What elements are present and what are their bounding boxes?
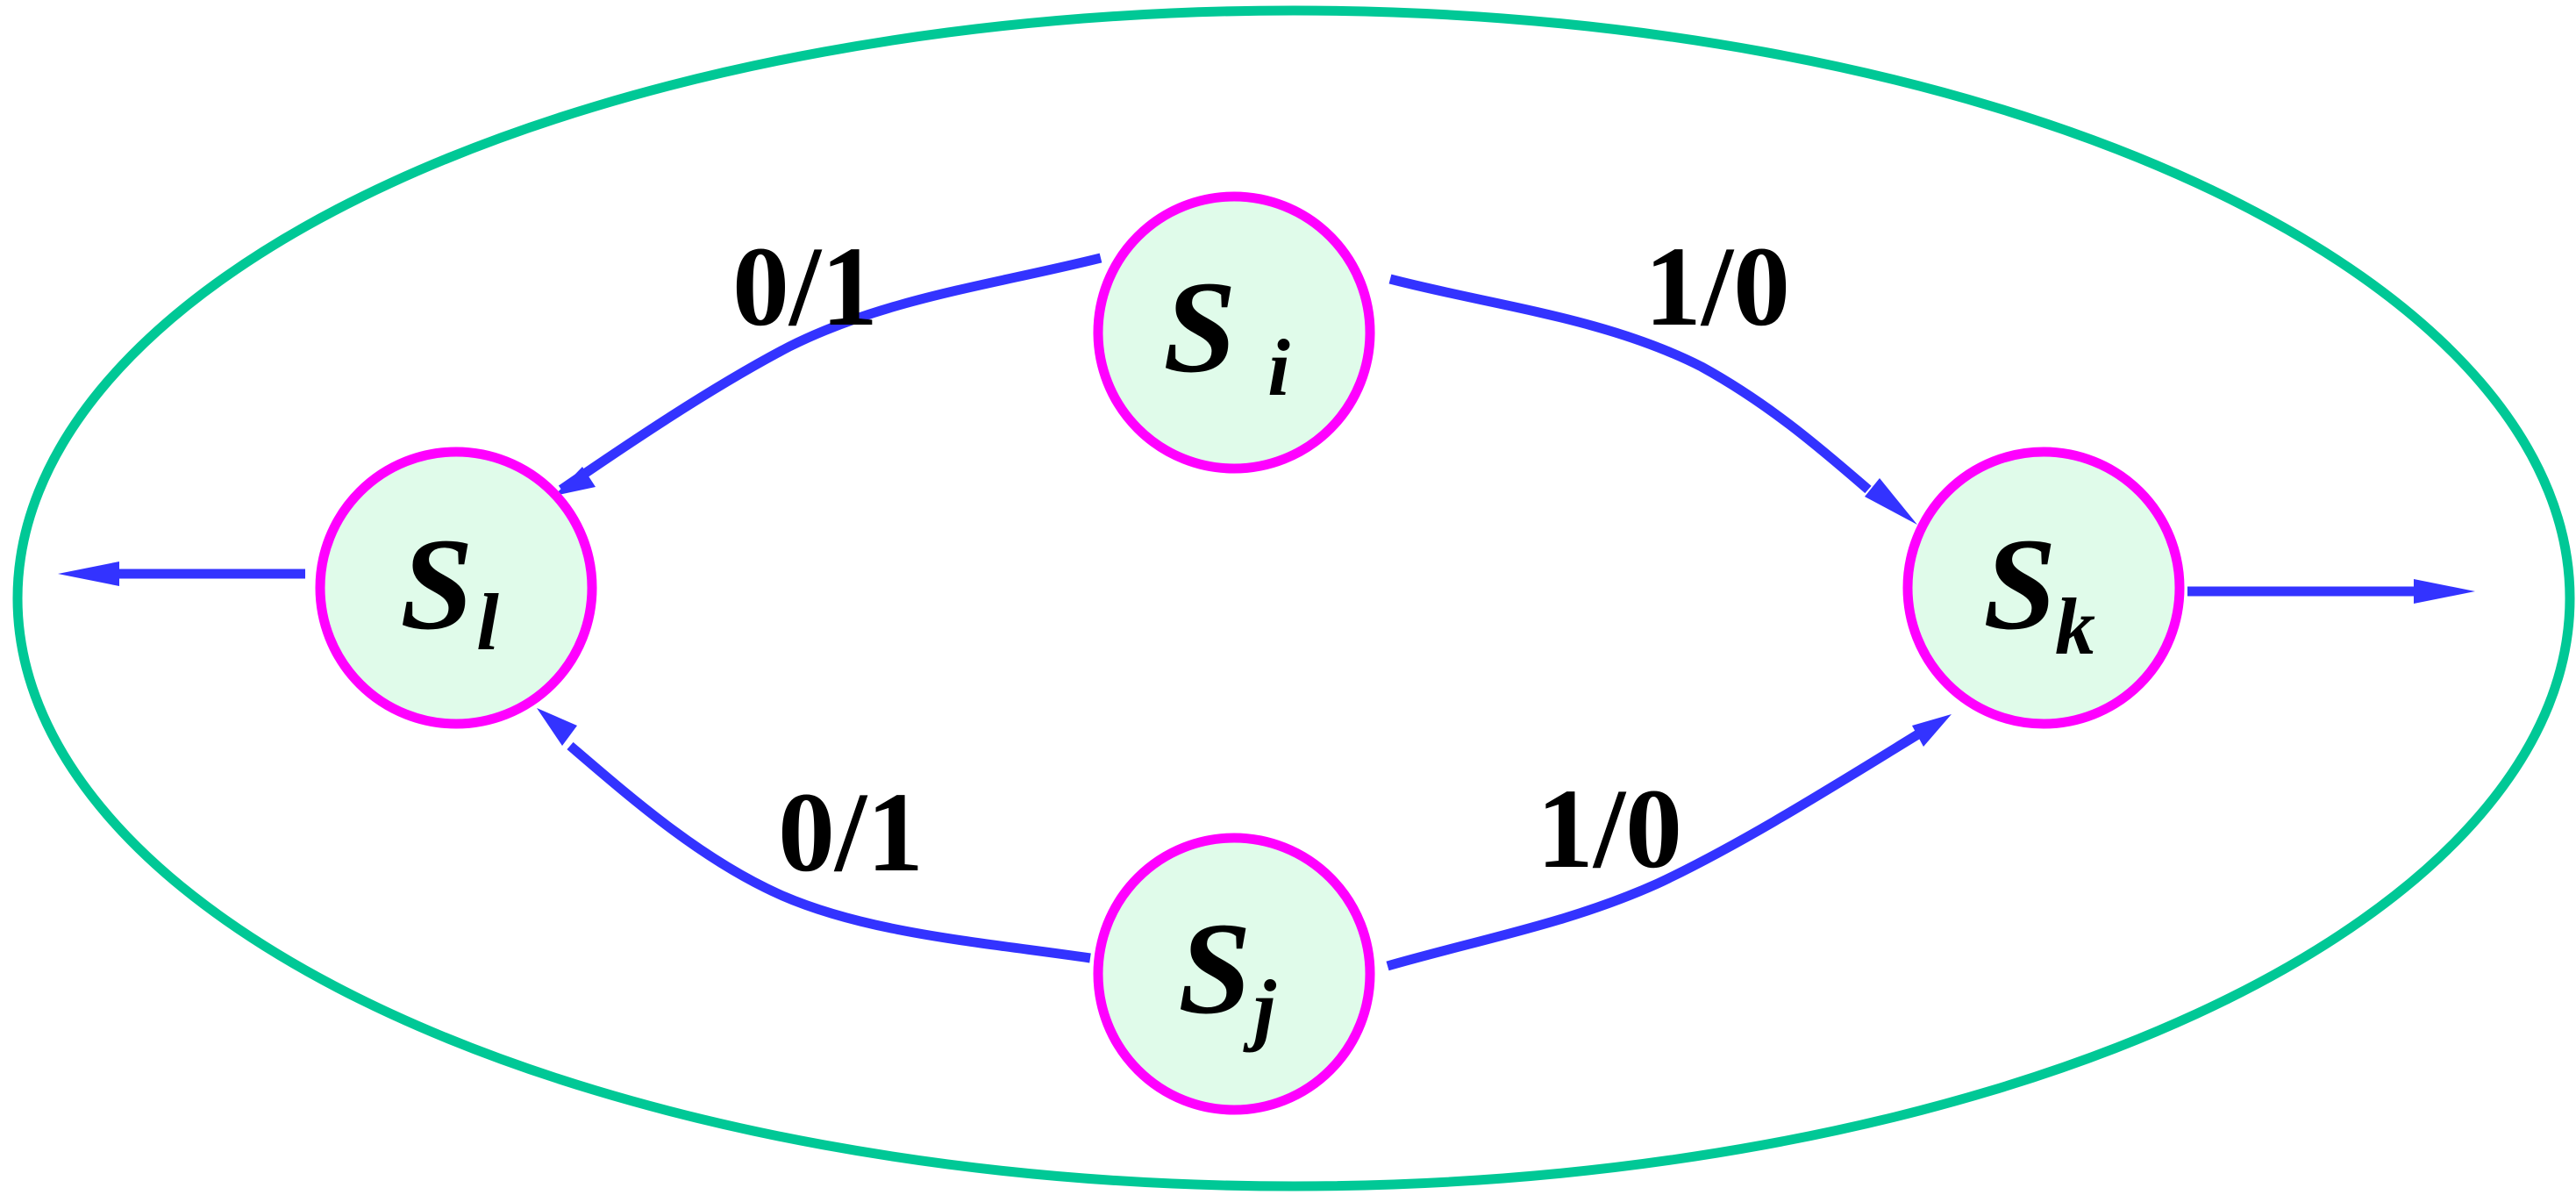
arrow-si-to-sk <box>1388 274 1872 494</box>
state-circle <box>315 447 597 729</box>
state-subscript: k <box>2055 582 2095 671</box>
state-letter: S <box>1163 254 1236 400</box>
state-subscript: i <box>1267 323 1290 412</box>
state-sl: S l <box>315 447 597 729</box>
state-subscript: l <box>476 577 499 667</box>
arrowhead-si-to-sk <box>1865 478 1917 525</box>
state-sj: S j <box>1093 833 1375 1115</box>
state-circle <box>1093 191 1375 474</box>
arrowhead-sj-to-sk <box>1912 714 1952 747</box>
arrow-sj-to-sk <box>1386 728 1923 971</box>
transitions <box>58 253 2475 971</box>
state-letter: S <box>1178 896 1251 1041</box>
state-letter: S <box>1983 512 2056 657</box>
edge-label-sj-sl: 0/1 <box>778 769 924 896</box>
arrowhead-exit-sk <box>2414 579 2475 604</box>
arrow-si-to-sl <box>558 253 1102 494</box>
arrowhead-exit-sl <box>58 562 119 586</box>
arrowhead-si-to-sl <box>554 467 596 496</box>
state-circle <box>1093 833 1375 1115</box>
edge-labels: 0/1 1/0 0/1 1/0 <box>732 224 1790 896</box>
edge-label-sj-sk: 1/0 <box>1537 766 1682 892</box>
edge-label-si-sk: 1/0 <box>1645 224 1790 350</box>
arrow-sj-to-sl <box>567 741 1091 963</box>
state-sk: S k <box>1902 447 2185 729</box>
boundary-ellipse <box>12 5 2575 1191</box>
state-circle <box>1902 447 2185 729</box>
state-letter: S <box>400 512 473 657</box>
arrowhead-sj-to-sl <box>537 708 577 746</box>
state-si: S i <box>1093 191 1375 474</box>
edge-label-si-sl: 0/1 <box>732 224 878 350</box>
